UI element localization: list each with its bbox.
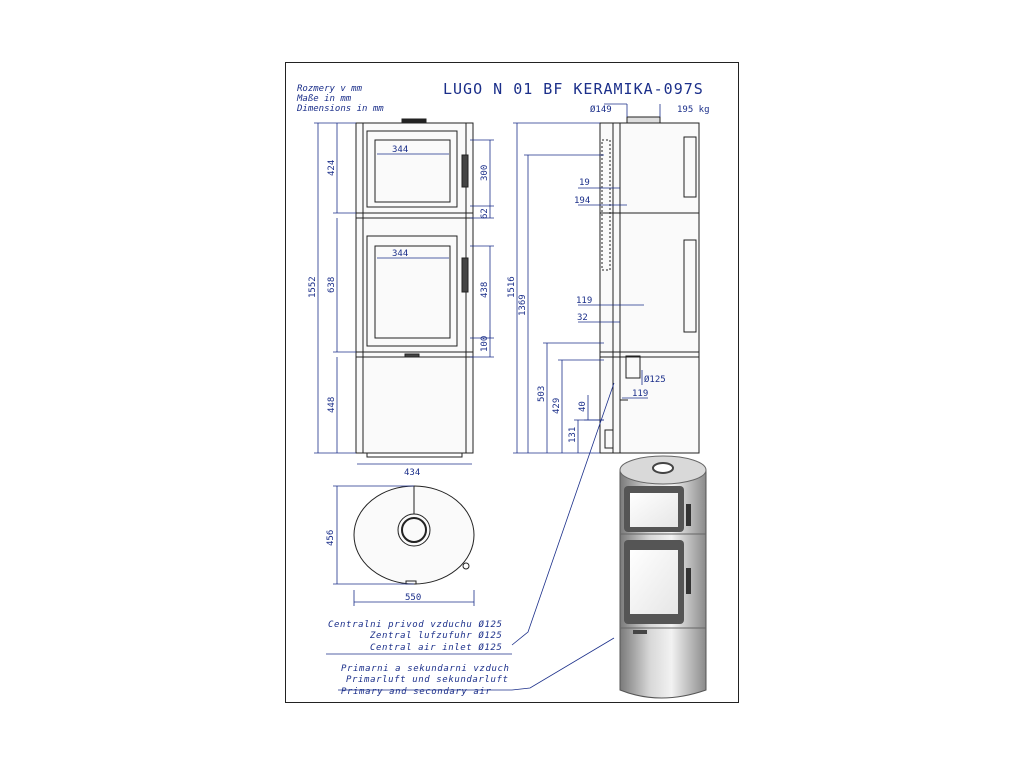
front-h-438: 438 xyxy=(480,282,490,298)
front-h-total: 1552 xyxy=(308,276,318,298)
front-h-100: 100 xyxy=(480,336,490,352)
plan-width: 550 xyxy=(405,593,421,603)
legend-air-inlet: Centralni privod vzduchu Ø125 Zentral lu… xyxy=(328,619,503,653)
stove-render xyxy=(619,455,707,699)
side-h-1369: 1369 xyxy=(518,294,528,316)
drawing-title: LUGO N 01 BF KERAMIKA-097S xyxy=(443,80,704,98)
front-h-424: 424 xyxy=(327,160,337,176)
plan-depth: 456 xyxy=(326,530,336,546)
side-dimensions xyxy=(513,103,661,454)
side-d-194: 194 xyxy=(574,196,590,206)
legend-air-inlet-cz: Centralni privod vzduchu Ø125 xyxy=(328,619,503,630)
side-view xyxy=(599,116,700,454)
plan-view xyxy=(353,485,475,585)
front-h-448: 448 xyxy=(327,397,337,413)
units-cz: Rozmery v mm xyxy=(297,84,363,94)
side-h-429: 429 xyxy=(552,398,562,414)
front-base-width: 434 xyxy=(404,468,420,478)
side-h-503: 503 xyxy=(537,386,547,402)
side-d-32: 32 xyxy=(577,313,588,323)
side-d-119-top: 119 xyxy=(576,296,592,306)
front-h-300: 300 xyxy=(480,165,490,181)
units-block: Rozmery v mm Maße in mm Dimensions in mm xyxy=(296,84,384,114)
front-width-344-bottom: 344 xyxy=(392,249,408,259)
front-view xyxy=(355,118,474,458)
leader-lines xyxy=(326,382,615,691)
plan-dimensions xyxy=(333,485,475,606)
legend-air-inlet-en: Central air inlet Ø125 xyxy=(370,642,502,653)
weight-label: 195 kg xyxy=(677,105,710,115)
units-de: Maße in mm xyxy=(296,94,352,104)
side-h-131: 131 xyxy=(568,427,578,443)
legend-primary-air-en: Primary and secondary air xyxy=(341,687,491,697)
side-inlet-diameter: Ø125 xyxy=(644,374,666,385)
legend-primary-air-de: Primarluft und sekundarluft xyxy=(346,675,509,685)
legend-primary-air: Primarni a sekundarni vzduch Primarluft … xyxy=(341,664,510,697)
units-en: Dimensions in mm xyxy=(296,104,384,114)
flue-diameter-label: Ø149 xyxy=(590,104,612,115)
front-width-344-top: 344 xyxy=(392,145,408,155)
front-h-638: 638 xyxy=(327,277,337,293)
side-d-119-bottom: 119 xyxy=(632,389,648,399)
legend-primary-air-cz: Primarni a sekundarni vzduch xyxy=(341,664,510,674)
side-h-1516: 1516 xyxy=(507,276,517,298)
side-h-40: 40 xyxy=(578,401,588,412)
front-dimensions xyxy=(314,122,494,465)
side-d-19: 19 xyxy=(579,178,590,188)
front-h-62: 62 xyxy=(480,208,490,219)
legend-air-inlet-de: Zentral lufzufuhr Ø125 xyxy=(369,630,502,641)
